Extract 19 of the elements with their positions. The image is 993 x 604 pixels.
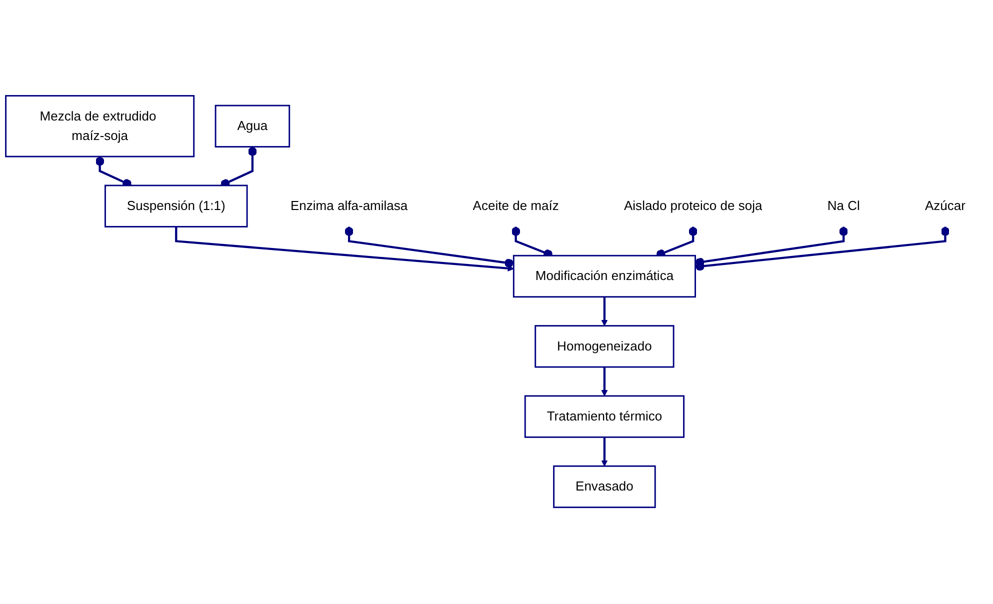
node-box <box>5 96 195 158</box>
node-box <box>214 105 290 148</box>
connector <box>695 227 950 272</box>
node-text: Na Cl <box>827 198 860 214</box>
arrow <box>175 227 514 272</box>
node-box <box>553 466 656 508</box>
node-text: Enzima alfa-amilasa <box>290 198 408 214</box>
node-text: Aceite de maíz <box>472 198 559 214</box>
arrow <box>601 367 608 397</box>
node-box <box>104 185 248 228</box>
arrow <box>601 297 608 327</box>
connector <box>344 227 514 268</box>
flowchart-drawing: Mezcla de extrudido maíz-soja Agua Suspensión (1:1) Modificación enzimática Enzima alfa-amilasa Aceite de maíz Aislado proteico de soja Na Cl Azúcar Homogeneizado Tratamiento térmico Envasado <box>0 90 993 514</box>
node-text: Aislado proteico de soja <box>624 198 762 214</box>
node-box <box>512 255 696 298</box>
node-box <box>524 396 685 438</box>
arrow <box>601 438 608 467</box>
node-box <box>534 326 674 368</box>
node-text: Azúcar <box>924 198 966 214</box>
